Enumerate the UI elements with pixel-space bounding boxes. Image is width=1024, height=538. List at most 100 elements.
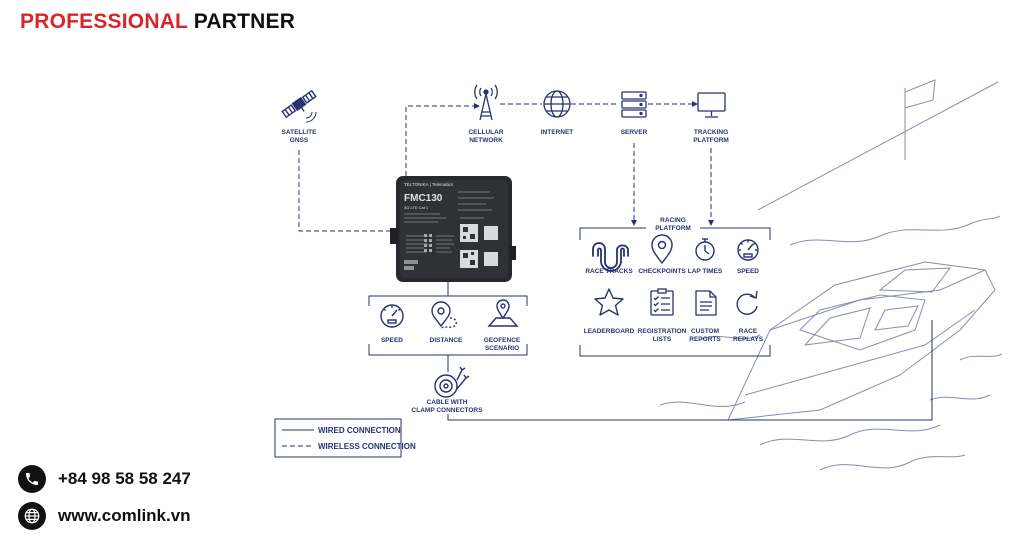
device-model: FMC130 [404, 193, 443, 204]
server-icon [621, 91, 647, 118]
boat-deck [769, 269, 986, 331]
racing-item-label-custom-1: CUSTOM [691, 328, 719, 335]
racing-item-leaderboard: LEADERBOARD [584, 288, 635, 335]
racing-item-lap-times: LAP TIMES [688, 238, 723, 275]
node-label-cellular-2: NETWORK [469, 137, 503, 144]
checklist-icon [650, 288, 674, 316]
legend-wireless-label: WIRELESS CONNECTION [318, 442, 416, 451]
globe-icon [18, 502, 46, 530]
node-label-tracking-2: PLATFORM [693, 137, 729, 144]
replay-icon [736, 290, 758, 315]
cable-label-1: CABLE WITH [427, 399, 468, 406]
device-pin-grid [424, 234, 432, 252]
feature-distance: DISTANCE [430, 301, 463, 344]
star-icon [594, 288, 624, 316]
race-tracks-icon [592, 242, 629, 272]
arrow-to-cellular [474, 103, 480, 109]
boat-illustration [659, 79, 1003, 471]
wave-6 [959, 353, 1003, 361]
boat-windshield [803, 307, 871, 346]
report-icon [695, 290, 717, 316]
arrow-to-racing-from-server [631, 220, 637, 226]
node-label-satellite-1: SATELLITE [282, 129, 318, 136]
boat-stripe [744, 309, 976, 396]
node-label-cellular-1: CELLULAR [468, 129, 503, 136]
server-node: SERVER [621, 91, 648, 136]
device-qr-code-2 [460, 250, 478, 268]
boat-top [878, 267, 952, 293]
signal-waves [305, 111, 317, 123]
contact-phone: +84 98 58 58 247 [18, 465, 191, 493]
racing-item-label-custom-2: REPORTS [689, 336, 721, 343]
wave-5 [929, 394, 991, 401]
website-link[interactable]: www.comlink.vn [58, 506, 191, 525]
internet-node: INTERNET [541, 90, 574, 136]
arrow-to-tracking [692, 101, 698, 107]
wave-3 [759, 424, 941, 446]
feature-label-geofence-2: SCENARIO [485, 345, 519, 352]
fmc130-device: TELTONIKA | Telematics FMC130 4G LTE Cat… [390, 176, 516, 282]
racing-platform-title-2: PLATFORM [655, 225, 691, 232]
contact-website: www.comlink.vn [18, 502, 191, 530]
device-brand: TELTONIKA | Telematics [404, 182, 454, 187]
cell-tower-icon [474, 84, 498, 121]
device-subtitle: 4G LTE Cat 1 [404, 205, 429, 210]
wave-shore [789, 215, 1001, 246]
racing-item-label-replays-2: REPLAYS [733, 336, 764, 343]
satellite-icon [281, 89, 317, 119]
racing-item-label-lap-times: LAP TIMES [688, 268, 723, 275]
legend-wired-label: WIRED CONNECTION [318, 426, 401, 435]
device-features-bracket [368, 295, 528, 356]
brand-title-part1: PROFESSIONAL [20, 10, 188, 33]
wave-2 [659, 401, 746, 407]
geofence-map-icon [487, 299, 519, 327]
stopwatch-icon [695, 238, 715, 261]
legend: WIRED CONNECTION WIRELESS CONNECTION [274, 418, 416, 458]
globe-icon [543, 90, 571, 118]
racing-item-checkpoints: CHECKPOINTS [638, 234, 686, 275]
wave-1 [699, 334, 761, 341]
boat-hull [727, 261, 996, 421]
racing-item-label-registration-1: REGISTRATION [638, 328, 687, 335]
racing-platform-title-1: RACING [660, 217, 686, 224]
checkpoint-icon [651, 234, 673, 265]
brand-title-part2: PARTNER [193, 10, 296, 33]
feature-label-distance: DISTANCE [430, 337, 463, 344]
wireless-line-device-cellular [405, 105, 476, 176]
phone-number: +84 98 58 58 247 [58, 469, 191, 488]
feature-label-speed: SPEED [381, 337, 403, 344]
racing-item-label-checkpoints: CHECKPOINTS [638, 268, 686, 275]
racing-item-label-replays-1: RACE [739, 328, 758, 335]
racing-item-label-registration-2: LISTS [653, 336, 672, 343]
node-label-internet: INTERNET [541, 129, 574, 136]
feature-speed: SPEED [380, 304, 404, 344]
racing-item-label-race-tracks: RACE TRACKS [585, 268, 633, 275]
wired-line-cable-boat [447, 320, 933, 421]
flag-icon [904, 79, 936, 109]
racing-item-label-leaderboard: LEADERBOARD [584, 328, 635, 335]
phone-icon [18, 465, 46, 493]
node-label-server: SERVER [621, 129, 648, 136]
racing-item-speed: SPEED [737, 239, 759, 275]
node-label-tracking-1: TRACKING [694, 129, 728, 136]
device-qr-code-1 [460, 224, 478, 242]
cable-coil-icon [434, 366, 470, 398]
racing-item-race-tracks: RACE TRACKS [585, 242, 633, 275]
route-pin-icon [431, 301, 457, 329]
feature-label-geofence-1: GEOFENCE [484, 337, 521, 344]
wireless-line-satellite [298, 150, 395, 232]
